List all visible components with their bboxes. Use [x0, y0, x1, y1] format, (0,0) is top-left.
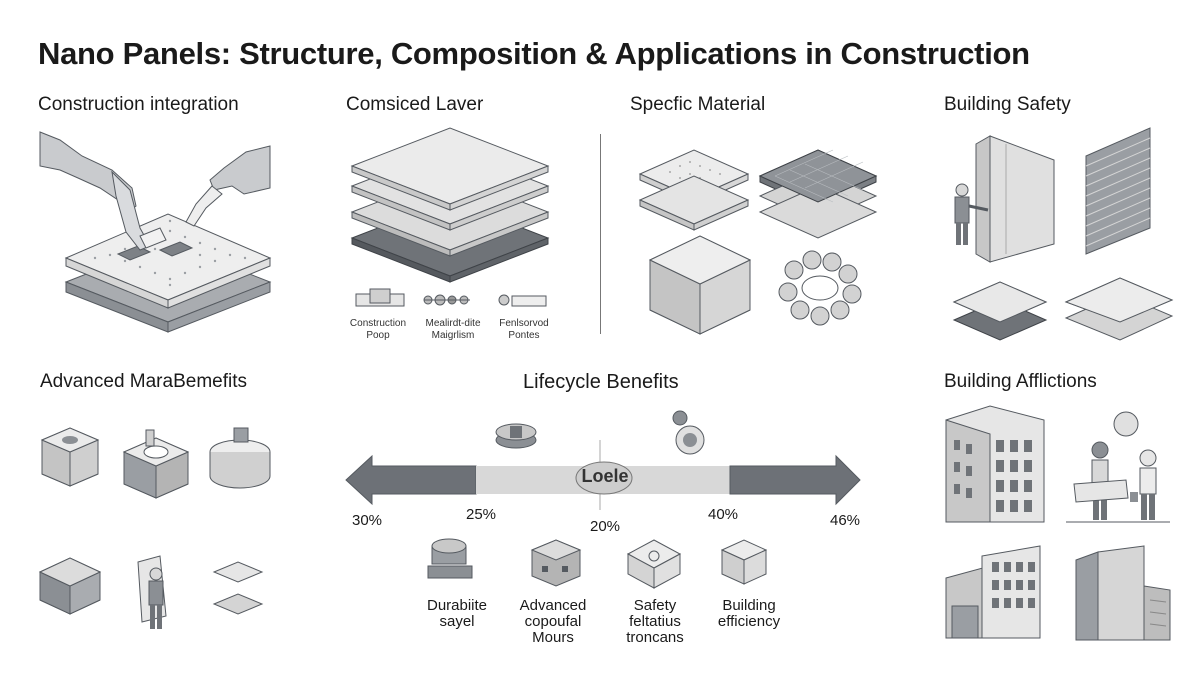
- benefit-label-advanced-line3: Mours: [532, 629, 574, 646]
- layer-item-3: Fenlsorvod Pontes: [492, 318, 556, 342]
- benefit-label-durability: Durabiite sayel: [412, 598, 502, 630]
- section-heading-building-safety: Building Safety: [944, 94, 1071, 115]
- benefit-label-efficiency-line1: Building: [722, 597, 776, 614]
- section-divider: [600, 134, 601, 334]
- page-title: Nano Panels: Structure, Composition & Ap…: [38, 36, 1030, 71]
- benefit-label-safety-line1: Safety: [633, 597, 677, 614]
- benefit-label-safety: Safety feltatius troncans: [610, 598, 700, 646]
- layer-item-3-line2: Pontes: [508, 330, 540, 341]
- benefit-label-safety-line2: feltatius: [629, 613, 681, 630]
- benefit-label-advanced: Advanced copoufal Mours: [508, 598, 598, 646]
- section-heading-lifecycle-benefits: Lifecycle Benefits: [523, 371, 679, 393]
- lifecycle-arrow-right-head: [729, 454, 861, 506]
- benefit-label-advanced-line2: copoufal: [524, 613, 582, 630]
- section-heading-building-afflictions: Building Afflictions: [944, 371, 1097, 392]
- lifecycle-pct-2: 25%: [466, 506, 497, 523]
- durability-icon: [427, 538, 473, 579]
- lifecycle-pct-3: 20%: [590, 518, 621, 535]
- layer-item-1: Construction Poop: [345, 318, 411, 342]
- benefit-label-efficiency-line2: efficiency: [717, 613, 781, 630]
- section-heading-construction-integration: Construction integration: [38, 94, 239, 115]
- safety-icon: [626, 539, 682, 589]
- benefit-label-advanced-line1: Advanced: [519, 597, 587, 614]
- section-heading-composite-layer: Comsiced Laver: [346, 94, 484, 115]
- benefit-label-durability-line2: sayel: [439, 613, 475, 630]
- layer-item-1-line2: Poop: [366, 330, 390, 341]
- layer-item-2-line2: Maigrlism: [431, 330, 475, 341]
- lifecycle-pct-1: 30%: [352, 512, 383, 529]
- layer-item-1-line1: Construction: [349, 318, 407, 329]
- layer-item-2: Mealirdt-dite Maigrlism: [418, 318, 488, 342]
- lifecycle-pct-5: 46%: [830, 512, 861, 529]
- section-heading-advanced-benefits: Advanced MaraBemefits: [40, 371, 247, 392]
- building-efficiency-icon: [720, 539, 768, 585]
- benefit-label-efficiency: Building efficiency: [704, 598, 794, 630]
- lifecycle-center-label: Loele: [581, 466, 629, 486]
- section-heading-specific-material: Specfic Material: [630, 94, 766, 115]
- benefit-label-safety-line3: troncans: [626, 629, 684, 646]
- benefit-label-durability-line1: Durabiite: [426, 597, 488, 614]
- advanced-component-icon: [530, 539, 582, 587]
- layer-item-2-line1: Mealirdt-dite: [425, 318, 481, 329]
- lifecycle-pct-4: 40%: [708, 506, 739, 523]
- layer-item-3-line1: Fenlsorvod: [499, 318, 549, 329]
